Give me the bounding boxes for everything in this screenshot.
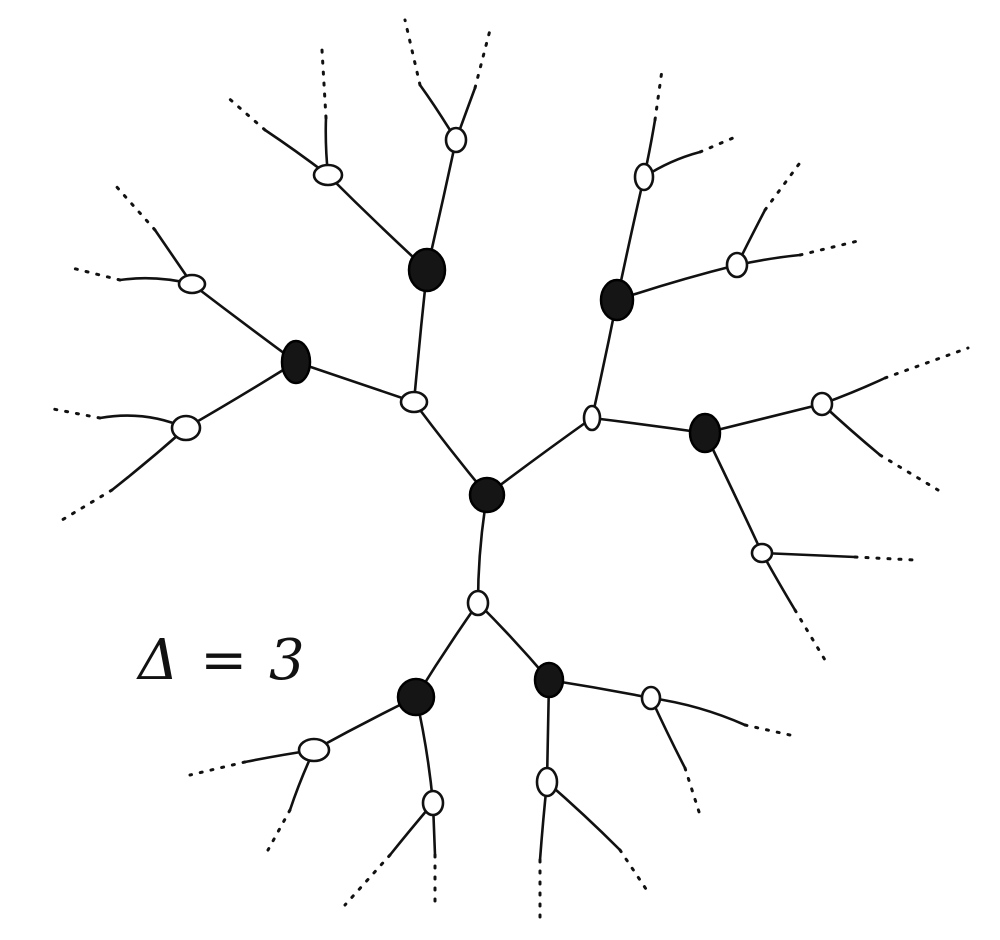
dotted-continuations [46, 18, 970, 927]
node-white [170, 414, 202, 442]
white-nodes [170, 126, 834, 817]
node-white [466, 589, 490, 617]
node-white [535, 766, 559, 798]
node-black [280, 339, 312, 385]
node-white [810, 391, 834, 417]
degree-label: Δ = 3 [138, 628, 307, 693]
node-white [297, 737, 331, 763]
node-black [407, 247, 447, 293]
node-white [582, 404, 602, 432]
node-white [177, 273, 207, 295]
black-nodes [280, 247, 722, 717]
solid-edges [98, 83, 887, 862]
node-white [421, 789, 445, 817]
node-black [396, 677, 436, 717]
node-black [599, 278, 635, 322]
node-black [688, 412, 722, 454]
node-white [640, 685, 662, 711]
node-white [444, 126, 468, 154]
node-white [312, 163, 344, 187]
node-white [725, 251, 749, 279]
node-black-center [468, 476, 506, 514]
node-black [533, 661, 565, 699]
node-white [750, 542, 774, 564]
node-white [399, 390, 429, 414]
node-white [633, 162, 655, 192]
